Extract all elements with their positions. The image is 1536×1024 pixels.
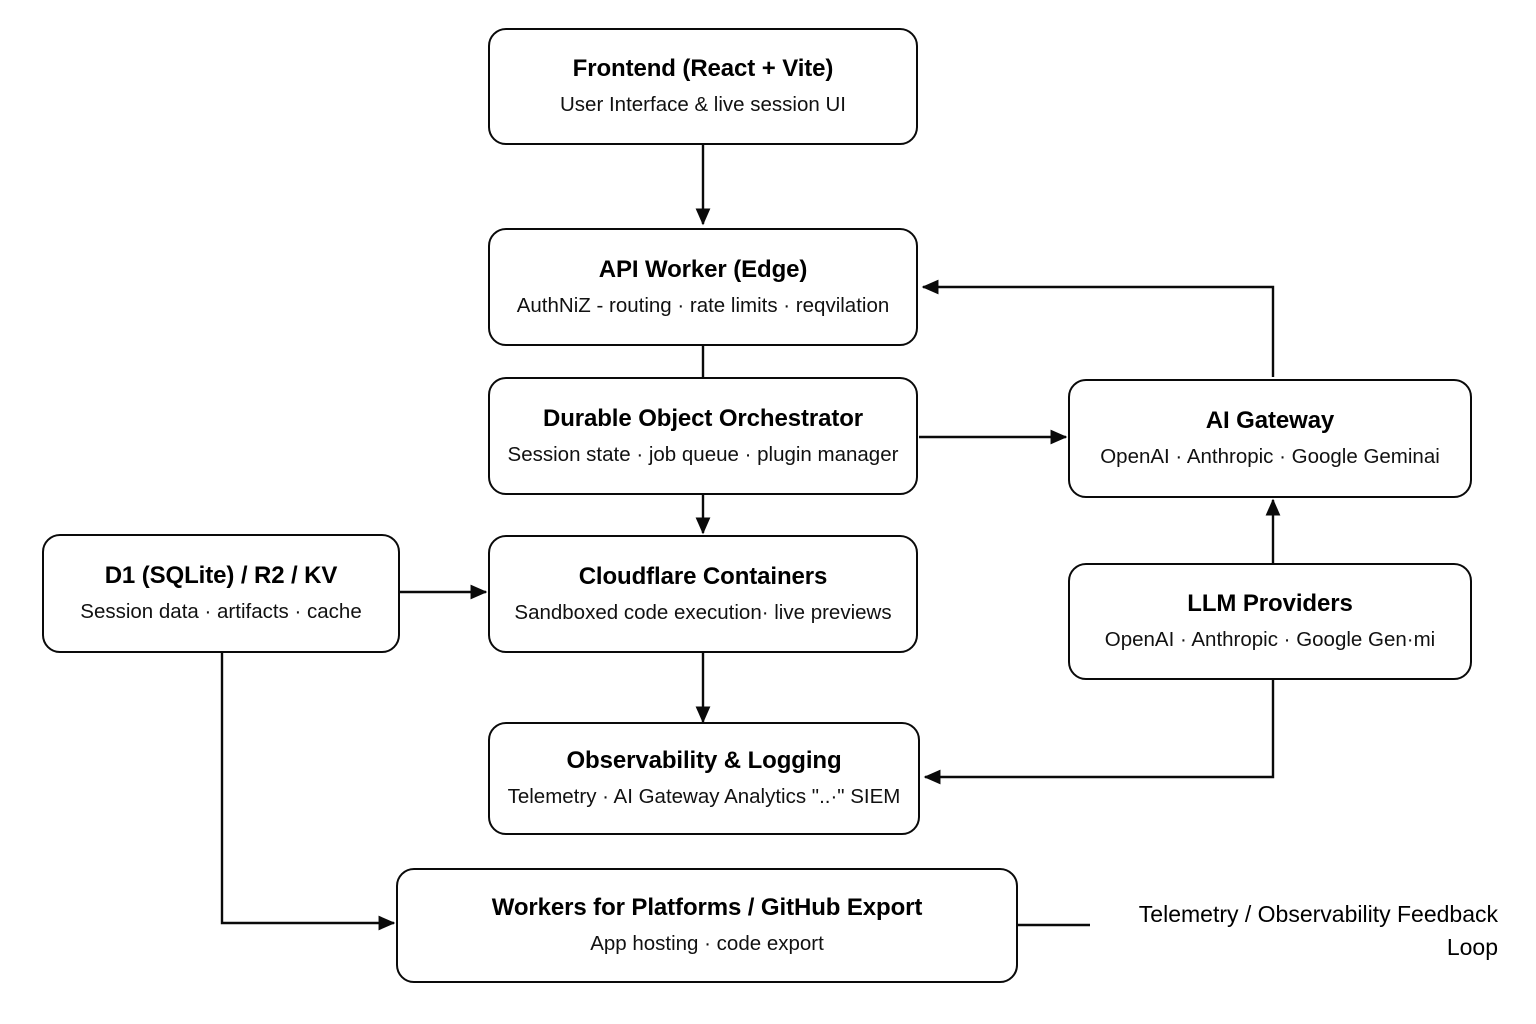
node-observability-logging[interactable]: Observability & Logging Telemetry · AI G… xyxy=(488,722,920,835)
node-workers-platforms-title: Workers for Platforms / GitHub Export xyxy=(491,894,923,922)
edge-storage-to-workers-platforms xyxy=(220,653,396,931)
node-api-worker-subtitle: AuthNiZ - routing · rate limits · reqvil… xyxy=(516,293,890,317)
node-durable-object-orchestrator[interactable]: Durable Object Orchestrator Session stat… xyxy=(488,377,918,495)
node-storage-d1-r2-kv[interactable]: D1 (SQLite) / R2 / KV Session data · art… xyxy=(42,534,400,653)
feedback-loop-label-line-2: Loop xyxy=(1446,934,1498,961)
node-observability-subtitle: Telemetry · AI Gateway Analytics "..·" S… xyxy=(507,785,901,809)
node-ai-gateway[interactable]: AI Gateway OpenAI · Anthropic · Google G… xyxy=(1068,379,1472,498)
node-llm-providers[interactable]: LLM Providers OpenAI · Anthropic · Googl… xyxy=(1068,563,1472,680)
node-storage-title: D1 (SQLite) / R2 / KV xyxy=(104,562,338,590)
node-orchestrator-subtitle: Session state · job queue · plugin manag… xyxy=(507,442,899,466)
node-api-worker-title: API Worker (Edge) xyxy=(598,255,808,283)
node-observability-title: Observability & Logging xyxy=(566,747,842,775)
node-containers-subtitle: Sandboxed code execution· live previews xyxy=(514,600,892,624)
node-api-worker[interactable]: API Worker (Edge) AuthNiZ - routing · ra… xyxy=(488,228,918,346)
node-llm-providers-title: LLM Providers xyxy=(1187,590,1353,618)
node-llm-providers-subtitle: OpenAI · Anthropic · Google Gen·mi xyxy=(1104,628,1436,652)
node-orchestrator-title: Durable Object Orchestrator xyxy=(542,404,864,432)
feedback-loop-label: Telemetry / Observability Feedback Loop xyxy=(1090,898,1498,965)
node-ai-gateway-subtitle: OpenAI · Anthropic · Google Geminai xyxy=(1100,445,1440,469)
node-ai-gateway-title: AI Gateway xyxy=(1205,407,1335,435)
node-frontend-title: Frontend (React + Vite) xyxy=(572,55,834,83)
node-frontend[interactable]: Frontend (React + Vite) User Interface &… xyxy=(488,28,918,145)
edge-llm-providers-to-observability xyxy=(923,680,1275,785)
node-containers-title: Cloudflare Containers xyxy=(578,562,828,590)
edge-ai-gateway-to-api-worker xyxy=(921,279,1275,377)
node-frontend-subtitle: User Interface & live session UI xyxy=(560,93,846,117)
node-workers-platforms-subtitle: App hosting · code export xyxy=(590,932,824,956)
node-storage-subtitle: Session data · artifacts · cache xyxy=(80,600,362,624)
feedback-loop-label-line-1: Telemetry / Observability Feedback xyxy=(1138,901,1498,927)
node-cloudflare-containers[interactable]: Cloudflare Containers Sandboxed code exe… xyxy=(488,535,918,653)
node-workers-for-platforms[interactable]: Workers for Platforms / GitHub Export Ap… xyxy=(396,868,1018,983)
